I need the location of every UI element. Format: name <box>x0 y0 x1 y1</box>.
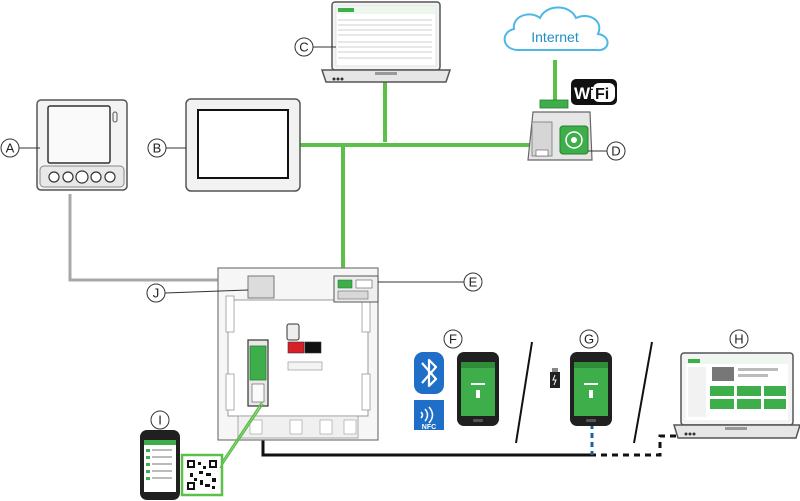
smartphone-g <box>570 352 612 426</box>
callout-e: E <box>378 272 483 292</box>
callout-i-label: I <box>158 413 162 428</box>
callout-d: D <box>588 141 626 161</box>
nfc-icon: NFC <box>414 400 444 431</box>
ethernet-network <box>300 60 557 276</box>
cloud-label: Internet <box>531 29 579 45</box>
smartphone-i <box>140 430 180 500</box>
callout-a: A <box>0 138 40 158</box>
wifi-label-wi: Wi <box>574 84 595 103</box>
callout-f-label: F <box>449 332 457 347</box>
callout-j: J <box>146 283 249 303</box>
callout-b: B <box>147 138 186 158</box>
usb-line-dashed <box>590 434 690 457</box>
wifi-label-fi: Fi <box>595 86 609 103</box>
callout-f: F <box>443 329 463 349</box>
bluetooth-icon <box>414 352 444 394</box>
callout-b-label: B <box>153 141 162 156</box>
circuit-breaker <box>217 267 379 441</box>
laptop-h <box>672 352 800 439</box>
touch-panel-b <box>185 98 301 192</box>
separator-1 <box>515 341 533 444</box>
qr-code-icon <box>180 453 224 497</box>
callout-g: G <box>579 329 599 349</box>
modbus-line-display <box>68 194 253 282</box>
callout-c-label: C <box>299 40 308 55</box>
callout-d-label: D <box>611 144 620 159</box>
qr-link-lines <box>219 401 264 469</box>
separator-2 <box>633 341 653 444</box>
callout-c: C <box>294 37 336 57</box>
laptop-c <box>320 1 452 83</box>
callout-g-label: G <box>584 332 594 347</box>
module-j <box>247 275 275 299</box>
wifi-icon: Wi Fi <box>571 79 617 105</box>
callout-e-label: E <box>469 275 478 290</box>
callout-j-label: J <box>153 286 160 301</box>
nfc-label: NFC <box>422 424 436 431</box>
internet-cloud: Internet <box>503 6 609 52</box>
callout-h: H <box>729 329 749 349</box>
callout-i: I <box>150 410 170 430</box>
front-display-a <box>36 99 128 191</box>
communication-module-e <box>333 275 379 303</box>
gateway-d <box>527 99 593 161</box>
callout-h-label: H <box>734 332 743 347</box>
usb-icon <box>550 368 560 388</box>
callout-a-label: A <box>6 141 15 156</box>
smartphone-f <box>457 352 499 426</box>
